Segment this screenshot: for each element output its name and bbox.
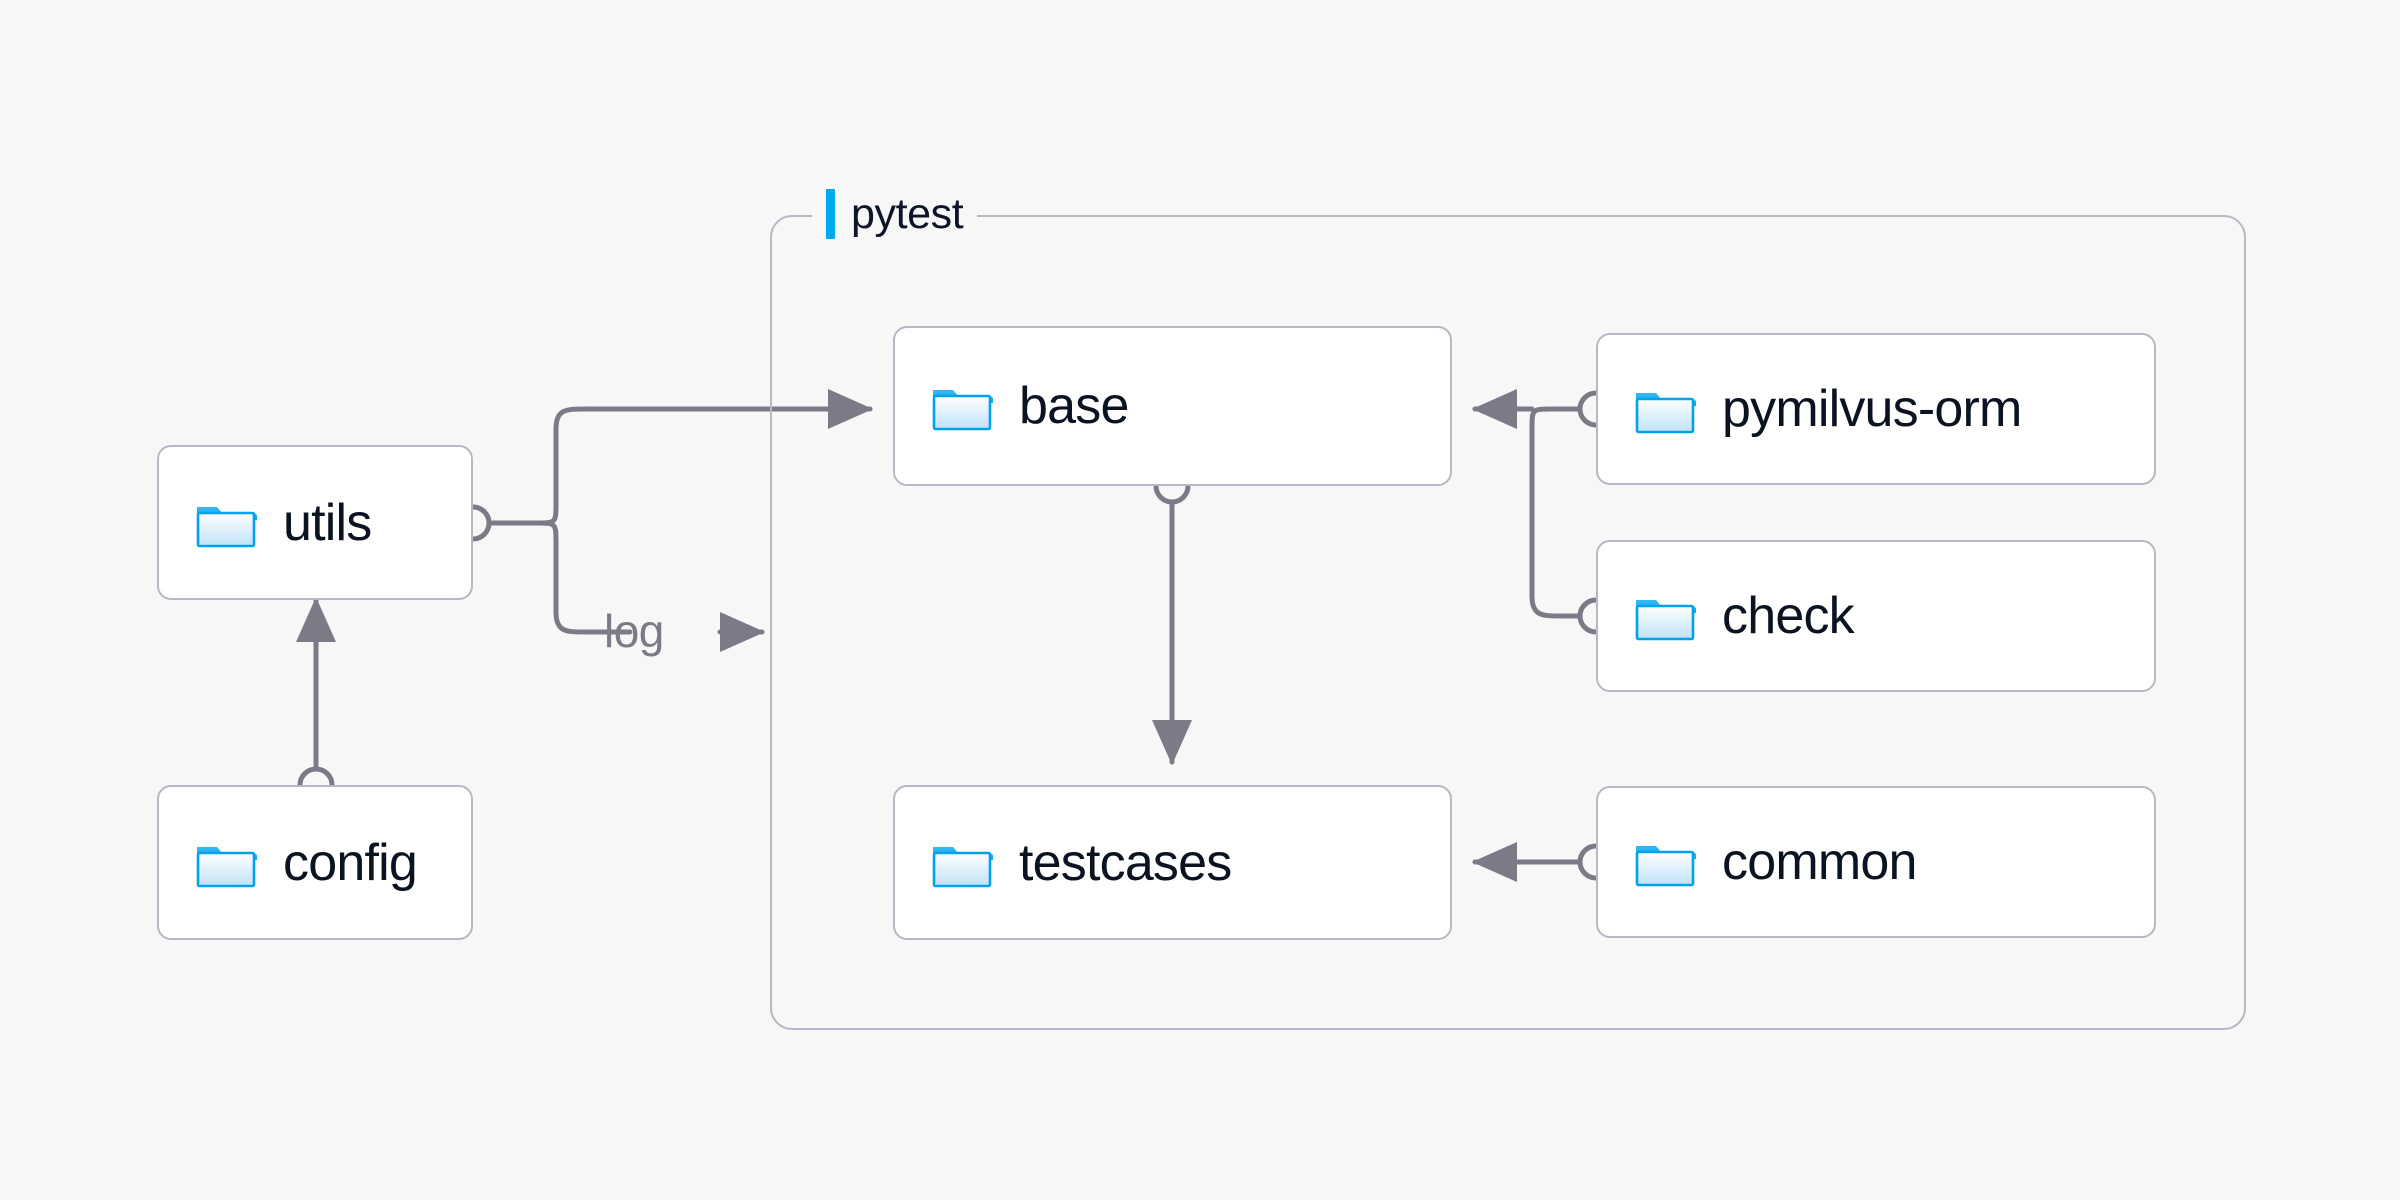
node-testcases[interactable]: testcases [893, 785, 1452, 940]
folder-icon [196, 506, 257, 547]
edge-pymilvus-check-to-base [1529, 406, 1581, 619]
node-config[interactable]: config [157, 785, 473, 940]
node-pymilvus-orm[interactable]: pymilvus-orm [1596, 333, 2156, 485]
group-pytest-label: pytest [812, 185, 978, 243]
group-pytest [770, 215, 2246, 1030]
node-check[interactable]: check [1596, 540, 2156, 692]
edge-utils-log [533, 520, 633, 635]
edge-label-log: log [604, 608, 664, 654]
folder-icon [932, 390, 993, 431]
folder-icon [1635, 393, 1696, 434]
node-base[interactable]: base [893, 326, 1452, 486]
node-pymilvus-orm-label: pymilvus-orm [1722, 380, 2022, 438]
node-config-label: config [283, 833, 418, 892]
node-check-label: check [1722, 587, 1855, 645]
node-common-label: common [1722, 833, 1917, 891]
node-common[interactable]: common [1596, 786, 2156, 938]
folder-icon [932, 846, 993, 887]
folder-icon [196, 846, 257, 887]
folder-icon [1635, 846, 1696, 887]
group-marker-bar [826, 189, 835, 239]
node-utils[interactable]: utils [157, 445, 473, 600]
folder-icon [1635, 600, 1696, 641]
node-utils-label: utils [283, 493, 372, 552]
group-pytest-label-text: pytest [851, 189, 964, 238]
node-testcases-label: testcases [1019, 833, 1232, 892]
node-base-label: base [1019, 377, 1129, 435]
edge-label-log-text: log [604, 605, 664, 657]
